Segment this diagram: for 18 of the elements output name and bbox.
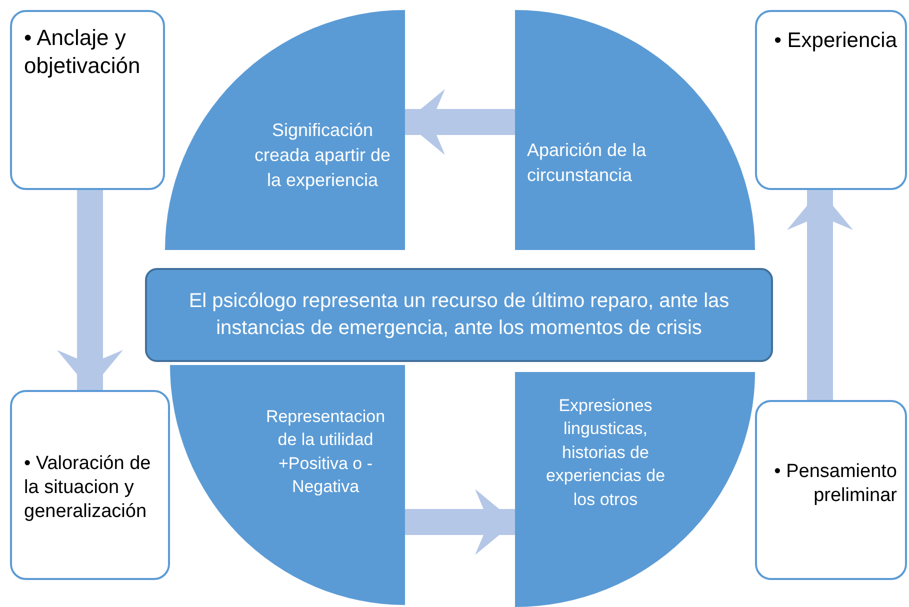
node-text: El psicólogo representa un recurso de último reparo, ante las instancias de emergencia, ante los momentos de crisis (188, 288, 730, 341)
node-text: • Valoración de la situacion y generalización (24, 452, 152, 524)
text-box (755, 10, 907, 190)
block-arrow (405, 489, 515, 555)
block-arrow (787, 190, 853, 400)
block-arrow (57, 190, 123, 390)
text-box (755, 400, 907, 580)
text-box (10, 390, 170, 580)
node-text: Significación creada apartir de la experiencia (253, 119, 392, 192)
node-text: Representacion de la utilidad +Positiva o -Negativa (264, 406, 386, 498)
node-text: • Anclaje y objetivación (24, 24, 142, 79)
node-text: Aparición de la circunstancia (527, 139, 648, 187)
text-box (10, 10, 165, 190)
block-arrow (405, 89, 515, 155)
node-text: • Pensamiento preliminar (773, 460, 897, 508)
center-box (145, 268, 773, 362)
node-text: • Experiencia (773, 28, 897, 54)
node-text: Expresiones lingusticas, historias de experiencias de los otros (544, 395, 666, 510)
